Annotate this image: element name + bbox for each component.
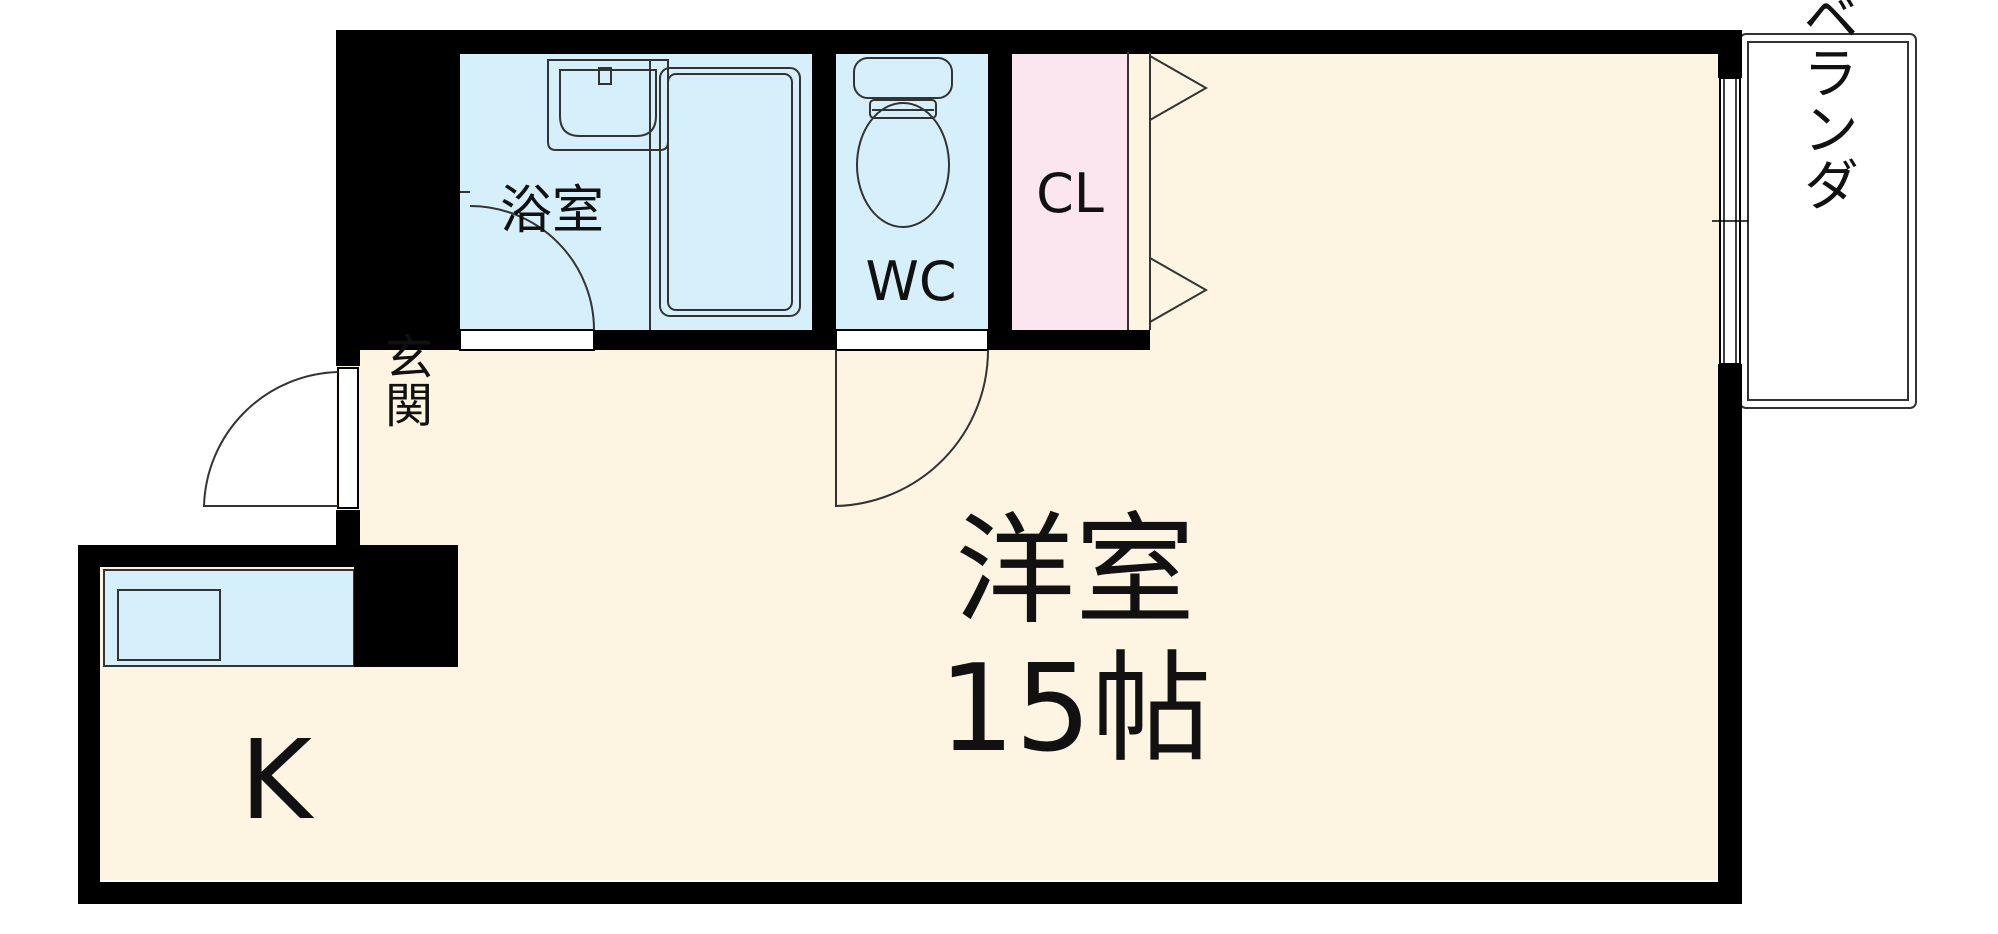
- toilet-fixture: [853, 57, 953, 228]
- closet-label: CL: [1036, 162, 1104, 225]
- wc-door-jamb: [835, 329, 989, 351]
- western-room-label: 洋室: [955, 502, 1195, 641]
- entrance-floor: [360, 350, 448, 545]
- door-swings: [202, 349, 989, 508]
- western-room-size: 15帖: [939, 640, 1212, 779]
- toilet-label: WC: [865, 250, 956, 313]
- closet-area: [1012, 52, 1128, 330]
- kitchen-label: K: [240, 716, 315, 844]
- kitchen-counter: [103, 569, 355, 667]
- bath-fixtures: [460, 59, 801, 331]
- bath-label: 浴室: [500, 181, 604, 241]
- entrance-window: [337, 367, 359, 509]
- bath-area: [460, 52, 812, 330]
- entrance-label: 玄関: [376, 332, 432, 428]
- balcony-label: ベランダ: [1794, 0, 1859, 212]
- walls: [78, 30, 1742, 904]
- closet-doors: [1127, 52, 1209, 330]
- bath-door-jamb: [459, 329, 595, 351]
- kitchen-sink: [117, 589, 221, 661]
